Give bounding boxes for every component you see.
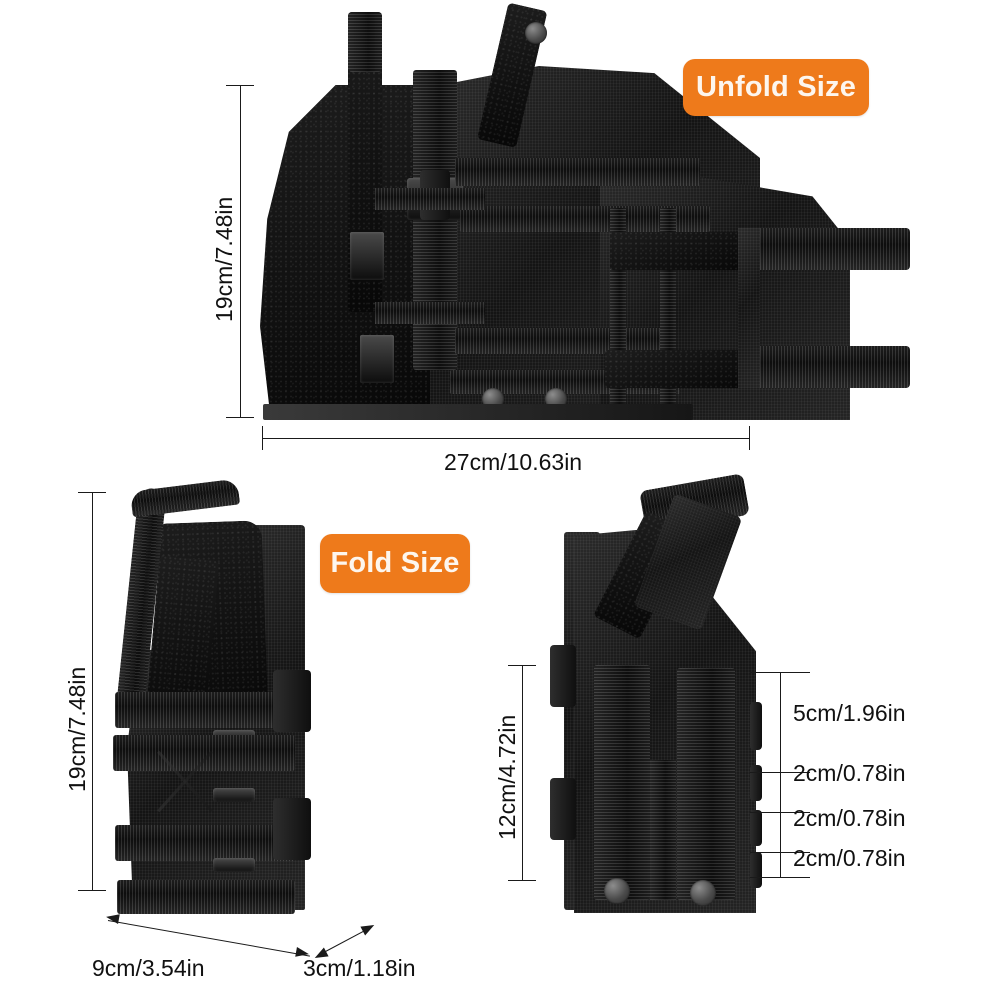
side-snap-button-left bbox=[604, 878, 630, 904]
front-cinch-strap-lower bbox=[115, 825, 295, 861]
bottom-hem bbox=[263, 404, 693, 420]
fold-size-badge-label: Fold Size bbox=[330, 547, 460, 579]
snap-button-top-strap bbox=[525, 22, 547, 44]
fold-side-height-label: 12cm/4.72in bbox=[494, 714, 520, 840]
front-arch-top bbox=[129, 478, 241, 518]
belt-strap-upper bbox=[375, 188, 485, 210]
front-buckle-mid bbox=[213, 788, 255, 802]
side-edge-tab-1 bbox=[750, 702, 762, 750]
fold-front-width-dimension-line bbox=[107, 920, 310, 957]
fold-side-height-dimension-line bbox=[522, 665, 523, 880]
center-webbing-column bbox=[413, 70, 457, 370]
side-edge-tab-2 bbox=[750, 765, 762, 801]
front-buckle-lower bbox=[213, 858, 255, 872]
fold-front-height-dimension-line bbox=[92, 492, 93, 890]
fold-front-depth-arrow-right bbox=[360, 920, 377, 936]
fold-side-leader-3 bbox=[750, 852, 810, 853]
side-snap-button-right bbox=[690, 880, 716, 906]
fold-front-height-cap-bottom bbox=[78, 890, 106, 891]
molle-row-1 bbox=[455, 158, 700, 186]
fold-side-leader-4 bbox=[750, 877, 810, 878]
fold-front-height-label: 19cm/7.48in bbox=[64, 666, 90, 792]
side-edge-tab-4 bbox=[750, 852, 762, 888]
unfold-size-badge-label: Unfold Size bbox=[695, 71, 857, 103]
unfolded-holster-image bbox=[255, 2, 915, 420]
front-cinch-strap-mid bbox=[113, 735, 295, 771]
front-side-keeper-upper bbox=[273, 670, 311, 732]
molle-row-3 bbox=[455, 328, 665, 354]
fold-size-badge: Fold Size bbox=[320, 534, 470, 593]
front-side-keeper-lower bbox=[273, 798, 311, 860]
front-cinch-strap-upper bbox=[115, 692, 293, 728]
unfold-height-dimension-line bbox=[240, 85, 241, 417]
fold-side-leader-0 bbox=[750, 672, 810, 673]
unfold-width-cap-right bbox=[749, 426, 750, 450]
fold-side-height-cap-bottom bbox=[508, 880, 536, 881]
fold-side-leader-1 bbox=[750, 772, 810, 773]
fold-side-leader-2 bbox=[750, 812, 810, 813]
fold-side-segment-label-2: 2cm/0.78in bbox=[793, 805, 906, 831]
front-cinch-strap-bottom bbox=[117, 880, 295, 914]
leg-strap-upper bbox=[745, 228, 910, 270]
leg-strap-lower bbox=[745, 346, 910, 388]
side-keeper-lower bbox=[550, 778, 576, 840]
right-velcro-pad-upper bbox=[610, 232, 750, 270]
unfold-width-dimension-line bbox=[262, 438, 750, 439]
metal-buckle-upper bbox=[350, 232, 384, 280]
fold-side-segment-label-0: 5cm/1.96in bbox=[793, 700, 906, 726]
fold-side-height-cap-top bbox=[508, 665, 536, 666]
side-keeper-upper bbox=[550, 645, 576, 707]
side-molle-strap-left bbox=[594, 665, 650, 900]
fold-front-width-arrow-left bbox=[105, 911, 120, 925]
fold-front-height-cap-top bbox=[78, 492, 106, 493]
fold-front-width-label: 9cm/3.54in bbox=[92, 955, 205, 981]
unfold-size-badge: Unfold Size bbox=[683, 59, 869, 116]
fold-side-segment-label-1: 2cm/0.78in bbox=[793, 760, 906, 786]
vertical-webbing-strap-left bbox=[348, 12, 382, 72]
unfold-height-label: 19cm/7.48in bbox=[211, 196, 237, 322]
leg-strap-bridge bbox=[738, 228, 760, 388]
unfold-width-cap-left bbox=[262, 426, 263, 450]
metal-buckle-lower bbox=[360, 335, 394, 383]
side-edge-tab-3 bbox=[750, 810, 762, 846]
unfold-height-cap-bottom bbox=[226, 417, 254, 418]
unfold-width-label: 27cm/10.63in bbox=[444, 449, 583, 475]
folded-holster-side-image bbox=[512, 473, 782, 930]
belt-strap-lower bbox=[375, 302, 485, 324]
unfold-height-cap-top bbox=[226, 85, 254, 86]
fold-side-segment-label-3: 2cm/0.78in bbox=[793, 845, 906, 871]
side-molle-strap-right bbox=[677, 668, 735, 900]
fold-side-segment-axis bbox=[780, 672, 781, 877]
folded-holster-front-image bbox=[105, 478, 335, 920]
side-molle-strap-center bbox=[650, 760, 676, 900]
right-velcro-pad-lower bbox=[605, 350, 750, 388]
fold-front-depth-label: 3cm/1.18in bbox=[303, 955, 416, 981]
